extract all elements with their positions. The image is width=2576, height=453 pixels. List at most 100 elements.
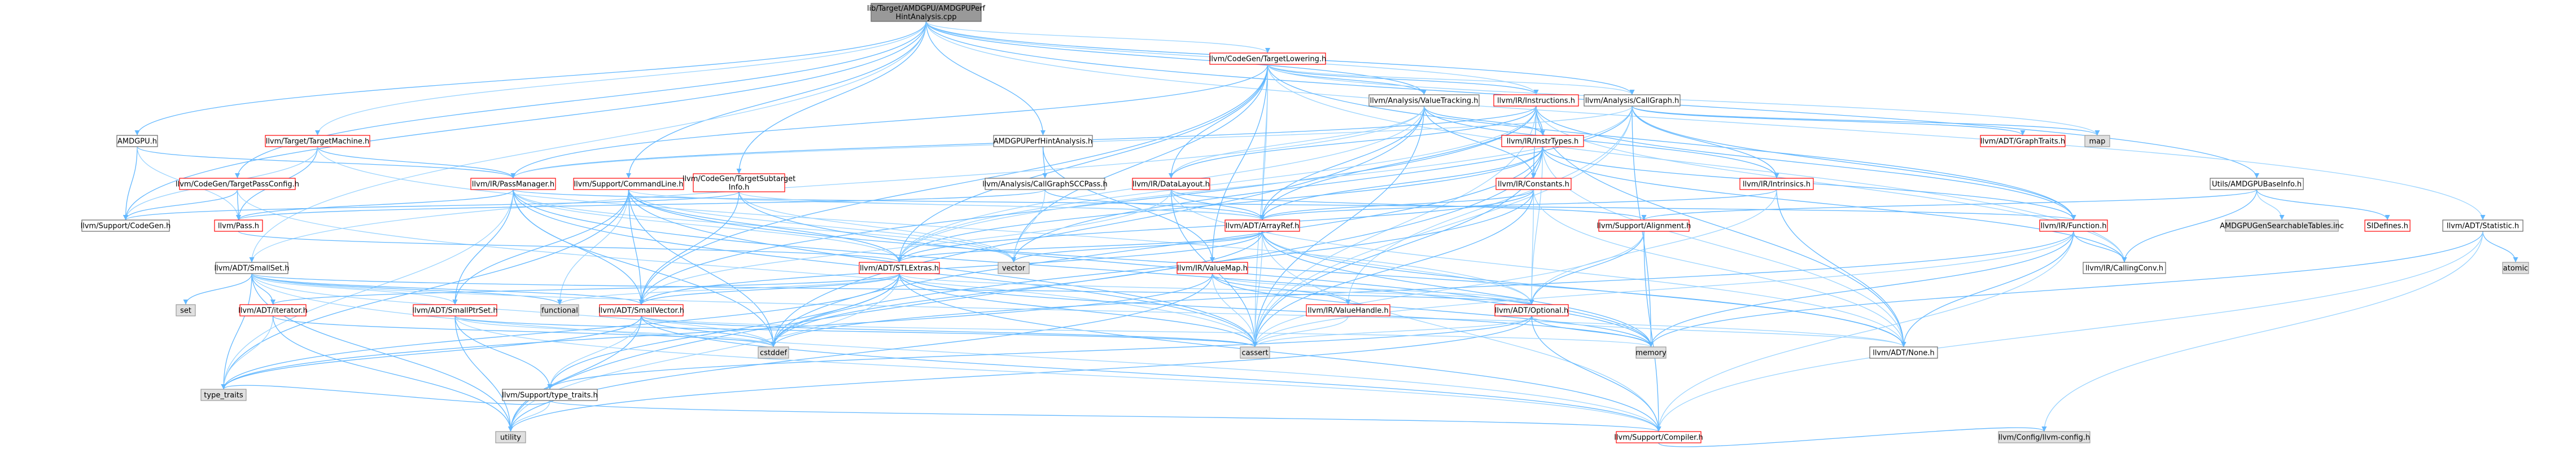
node-amdgpu_h[interactable]: AMDGPU.h [116, 135, 158, 147]
node-passmgr[interactable]: llvm/IR/PassManager.h [470, 178, 556, 190]
node-stlextras[interactable]: llvm/ADT/STLExtras.h [859, 262, 940, 274]
node-box [1209, 52, 1326, 65]
node-pass[interactable]: llvm/Pass.h [214, 219, 263, 232]
edge-root-to-amdgpu_h [134, 21, 927, 136]
edge-smallvector-to-compiler [641, 315, 1661, 432]
node-label: llvm/IR/Constants.h [1498, 181, 1569, 189]
node-box [1132, 178, 1210, 190]
node-label: cassert [1241, 349, 1268, 358]
node-label: llvm/Analysis/CallGraphSCCPass.h [982, 181, 1108, 189]
node-tl[interactable]: llvm/CodeGen/TargetLowering.h [1209, 52, 1327, 65]
node-box [1224, 219, 1300, 232]
node-box [758, 346, 789, 359]
edge-root-to-cmdline [626, 21, 927, 179]
node-tpc[interactable]: llvm/CodeGen/TargetPassConfig.h [176, 178, 299, 190]
node-valuehandle[interactable]: llvm/IR/ValueHandle.h [1306, 304, 1390, 316]
node-intrinsics[interactable]: llvm/IR/Intrinsics.h [1739, 178, 1814, 190]
edge-datalayout-to-arrayref [1170, 189, 1265, 221]
edge-smallset-to-optional [251, 273, 1534, 305]
node-cmdline[interactable]: llvm/Support/CommandLine.h [573, 178, 684, 190]
node-datalayout[interactable]: llvm/IR/DataLayout.h [1132, 178, 1210, 190]
node-box [693, 173, 785, 192]
node-label: SIDefines.h [2367, 222, 2408, 231]
edge-tsi-to-sicodegen [123, 191, 740, 221]
edge-tl-to-arrayref [1259, 64, 1269, 221]
edge-typetraits_llvm-to-utility [508, 400, 550, 432]
node-box [599, 304, 684, 316]
edge-instructions-to-function [1536, 105, 2076, 221]
node-box [1177, 262, 1248, 274]
edge-instructions-to-stlextras [896, 105, 1537, 263]
node-box [1584, 94, 1681, 107]
node-graphtraits[interactable]: llvm/ADT/GraphTraits.h [1980, 135, 2066, 147]
edge-stlextras-to-typetraits_llvm [547, 273, 900, 390]
node-cstddef: cstddef [758, 346, 789, 359]
node-iterator[interactable]: llvm/ADT/iterator.h [238, 304, 308, 316]
edge-arrayref-to-cstddef [771, 231, 1263, 348]
edge-amdgpu_h-to-passmgr [137, 146, 516, 179]
node-label: llvm/Analysis/ValueTracking.h [1370, 97, 1478, 105]
node-utilsbase[interactable]: Utils/AMDGPUBaseInfo.h [2210, 178, 2304, 190]
node-valuemap[interactable]: llvm/IR/ValueMap.h [1177, 262, 1248, 274]
edge-datalayout-to-alignment [1170, 189, 1647, 221]
edge-tl-to-cassert [1252, 64, 1269, 348]
edge-instructions-to-cassert [1252, 105, 1537, 348]
edge-vt-to-smallset [249, 105, 1425, 263]
node-alignment[interactable]: llvm/Support/Alignment.h [1597, 219, 1691, 232]
edge-tl-to-datalayout [1168, 64, 1269, 179]
edge-stlextras-to-iterator [270, 273, 900, 305]
node-vt[interactable]: llvm/Analysis/ValueTracking.h [1368, 94, 1480, 107]
edge-smallset-to-smallvector [251, 273, 644, 305]
edge-vt-to-cstddef [771, 105, 1425, 348]
node-memory: memory [1635, 346, 1667, 359]
edge-cgscc-to-arrayref [1044, 189, 1265, 221]
edge-pass-to-stlextras [238, 231, 902, 263]
node-label: llvm/ADT/None.h [1873, 349, 1934, 358]
node-box [1739, 178, 1814, 190]
node-smallptrset[interactable]: llvm/ADT/SmallPtrSet.h [412, 304, 498, 316]
node-statistic[interactable]: llvm/ADT/Statistic.h [2442, 219, 2523, 232]
node-cgscc[interactable]: llvm/Analysis/CallGraphSCCPass.h [982, 178, 1108, 190]
edge-callgraph-to-map [1632, 105, 2100, 136]
node-typetraits_llvm[interactable]: llvm/Support/type_traits.h [502, 389, 598, 401]
node-instructions[interactable]: llvm/IR/Instructions.h [1493, 94, 1579, 107]
node-constants[interactable]: llvm/IR/Constants.h [1495, 178, 1572, 190]
edge-cmdline-to-cstddef [628, 189, 776, 348]
node-instrtypes[interactable]: llvm/IR/InstrTypes.h [1501, 135, 1584, 147]
node-callgraph[interactable]: llvm/Analysis/CallGraph.h [1584, 94, 1681, 107]
node-perfhint[interactable]: AMDGPUPerfHintAnalysis.h [993, 135, 1093, 147]
node-box [1493, 94, 1579, 107]
node-smallvector[interactable]: llvm/ADT/SmallVector.h [598, 304, 684, 316]
node-box [871, 3, 982, 22]
node-label: llvm/ADT/GraphTraits.h [1980, 138, 2065, 146]
node-sicodegen[interactable]: llvm/Support/CodeGen.h [81, 219, 171, 232]
node-sidefines[interactable]: SIDefines.h [2364, 219, 2411, 232]
edge-smallptrset-to-cstddef [454, 315, 776, 348]
edge-amdgpu_h-to-sicodegen [123, 146, 138, 221]
edge-passmgr-to-memory [513, 189, 1654, 348]
node-box [265, 135, 370, 147]
node-box [2364, 219, 2411, 232]
node-callingconv[interactable]: llvm/IR/CallingConv.h [2083, 262, 2166, 274]
node-optional[interactable]: llvm/ADT/Optional.h [1494, 304, 1569, 316]
node-tm[interactable]: llvm/Target/TargetMachine.h [265, 135, 370, 147]
node-smallset[interactable]: llvm/ADT/SmallSet.h [214, 262, 290, 274]
node-arrayref[interactable]: llvm/ADT/ArrayRef.h [1224, 219, 1300, 232]
node-label: llvm/IR/DataLayout.h [1132, 181, 1210, 189]
edge-smallvector-to-memory [641, 315, 1654, 348]
node-label: map [2089, 138, 2106, 146]
node-none[interactable]: llvm/ADT/None.h [1869, 346, 1938, 359]
edge-datalayout-to-none [1170, 189, 1906, 348]
node-box [2039, 219, 2108, 232]
edge-stlextras-to-functional [557, 273, 900, 305]
edge-function-to-none [1901, 231, 2074, 348]
node-label: llvm/ADT/SmallVector.h [598, 307, 684, 315]
node-box [200, 389, 247, 401]
edge-tsi-to-arrayref [738, 191, 1265, 221]
node-function[interactable]: llvm/IR/Function.h [2039, 219, 2108, 232]
node-compiler[interactable]: llvm/Support/Compiler.h [1614, 431, 1703, 443]
node-gensearch: AMDGPUGenSearchableTables.inc [2220, 219, 2344, 232]
edge-root-to-smallset [249, 21, 927, 263]
